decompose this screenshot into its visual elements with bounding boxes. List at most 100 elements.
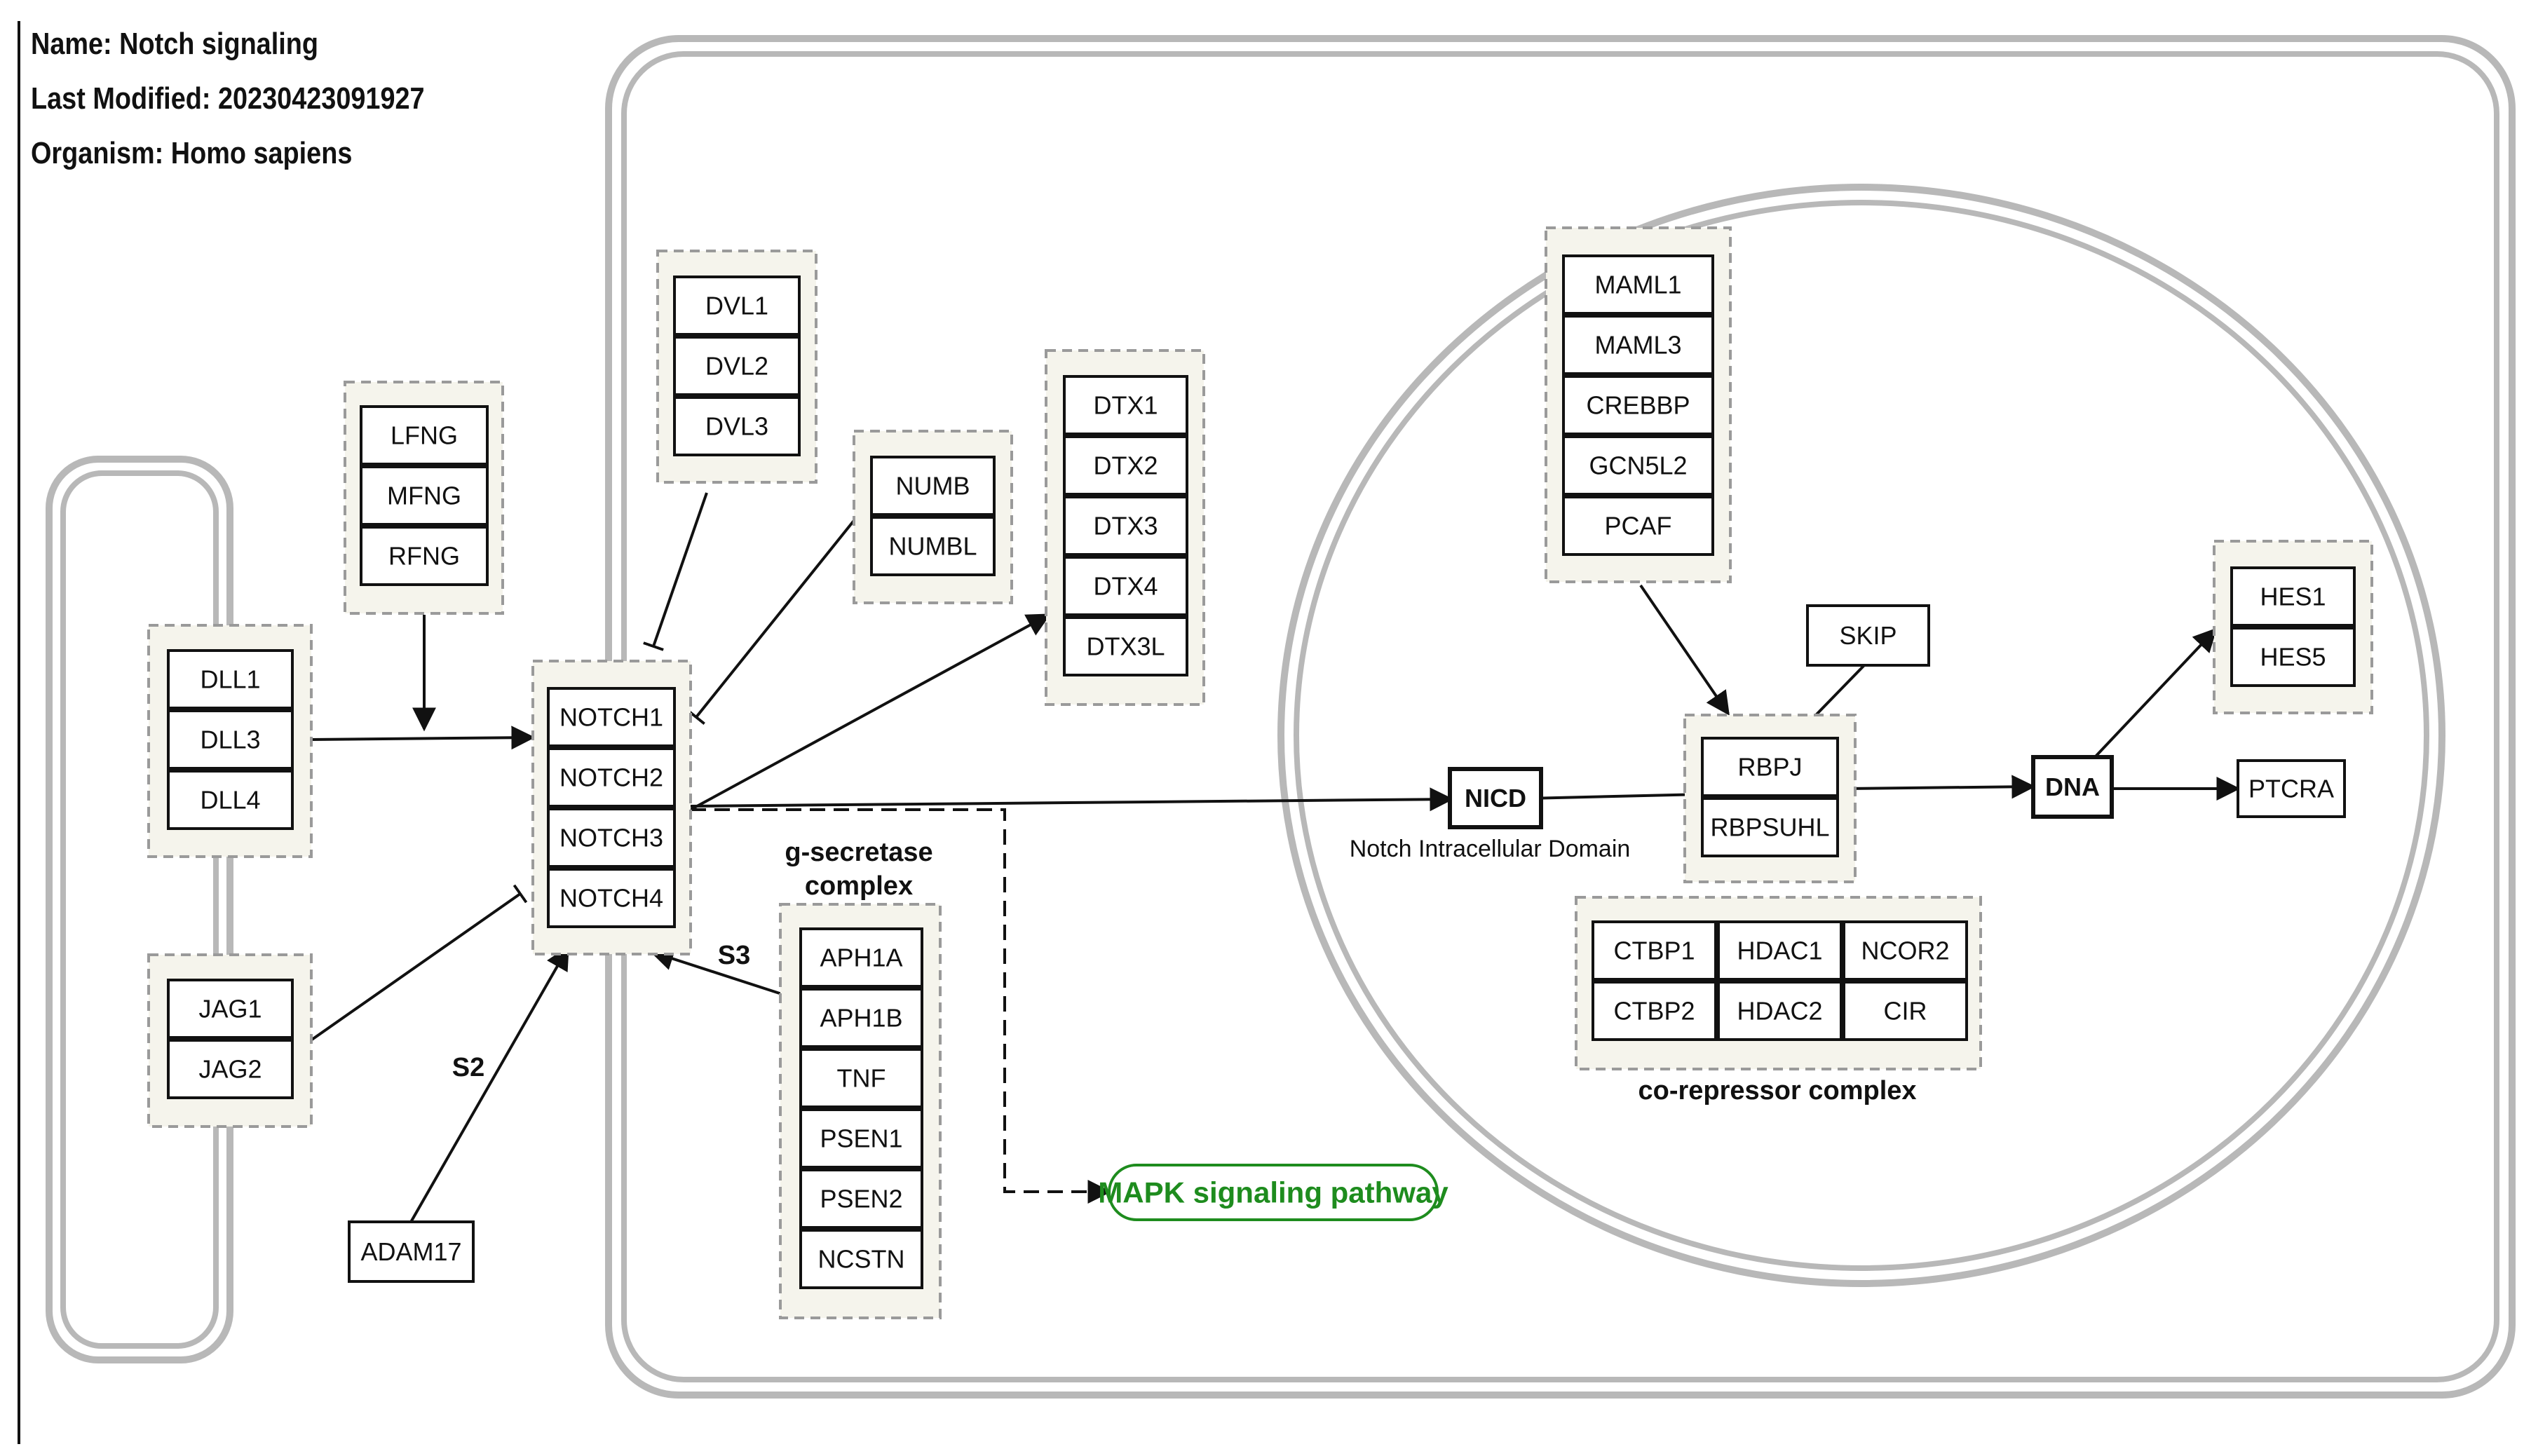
node-rbpj[interactable]: RBPJ: [1701, 737, 1839, 797]
node-dvl2-label: DVL2: [705, 352, 768, 381]
node-ptcra[interactable]: PTCRA: [2237, 759, 2346, 818]
node-cir[interactable]: CIR: [1843, 981, 1968, 1041]
node-tnf[interactable]: TNF: [799, 1048, 923, 1108]
node-ncstn-label: NCSTN: [818, 1245, 905, 1274]
node-psen1-label: PSEN1: [820, 1124, 902, 1153]
node-dvl2[interactable]: DVL2: [673, 336, 801, 396]
node-dvl1[interactable]: DVL1: [673, 275, 801, 336]
mapk-pathway-link[interactable]: MAPK signaling pathway: [1098, 1164, 1448, 1221]
node-dtx3[interactable]: DTX3: [1063, 496, 1188, 556]
node-hes5[interactable]: HES5: [2230, 627, 2356, 687]
node-hes1[interactable]: HES1: [2230, 566, 2356, 627]
node-skip-label: SKIP: [1839, 621, 1897, 650]
node-hdac2[interactable]: HDAC2: [1717, 981, 1843, 1041]
node-lfng[interactable]: LFNG: [360, 405, 489, 465]
node-dtx4-label: DTX4: [1093, 572, 1158, 601]
node-ctbp1-label: CTBP1: [1613, 937, 1695, 965]
node-jag2-label: JAG2: [198, 1055, 262, 1084]
edge-numb-notch-inhibit: [687, 517, 857, 725]
nucleus-outer: [1277, 184, 2445, 1287]
nicd-caption: Notch Intracellular Domain: [1350, 836, 1631, 862]
node-rbpj-label: RBPJ: [1737, 753, 1802, 782]
node-jag2[interactable]: JAG2: [167, 1039, 294, 1099]
labels: g-secretase complex Notch Intracellular …: [452, 836, 1917, 1105]
node-mfng[interactable]: MFNG: [360, 465, 489, 526]
node-adam17-label: ADAM17: [360, 1237, 461, 1266]
node-numbl[interactable]: NUMBL: [870, 516, 996, 576]
node-notch3[interactable]: NOTCH3: [547, 808, 676, 868]
node-ptcra-label: PTCRA: [2248, 775, 2334, 803]
node-ctbp2-label: CTBP2: [1613, 997, 1695, 1026]
node-aph1b[interactable]: APH1B: [799, 988, 923, 1048]
node-hes1-label: HES1: [2260, 583, 2326, 611]
edge-notch-dtx: [690, 613, 1051, 811]
node-notch2[interactable]: NOTCH2: [547, 747, 676, 808]
node-notch1[interactable]: NOTCH1: [547, 687, 676, 747]
node-jag1-label: JAG1: [198, 995, 262, 1023]
node-dtx2[interactable]: DTX2: [1063, 435, 1188, 496]
node-dll3[interactable]: DLL3: [167, 709, 294, 770]
node-dtx4[interactable]: DTX4: [1063, 556, 1188, 616]
node-adam17[interactable]: ADAM17: [348, 1220, 475, 1283]
pathway-name: Name: Notch signaling: [31, 27, 318, 61]
edge-gsecretase-notch: [649, 947, 782, 995]
group-numb: NUMB NUMBL: [853, 430, 1013, 604]
node-dna[interactable]: DNA: [2031, 755, 2114, 819]
single-nodes: ADAM17 SKIP NICD DNA PTCRA MAPK signalin…: [348, 604, 2346, 1283]
node-jag1[interactable]: JAG1: [167, 979, 294, 1039]
mapk-pathway-label: MAPK signaling pathway: [1098, 1176, 1448, 1209]
node-dvl3-label: DVL3: [705, 412, 768, 441]
edge-notch-nicd: [690, 787, 1454, 812]
node-ncor2[interactable]: NCOR2: [1843, 920, 1968, 981]
node-ctbp2[interactable]: CTBP2: [1592, 981, 1717, 1041]
node-notch4[interactable]: NOTCH4: [547, 868, 676, 928]
node-ncor2-label: NCOR2: [1861, 937, 1949, 965]
node-hdac1[interactable]: HDAC1: [1717, 920, 1843, 981]
cleavage-s3-label: S3: [718, 941, 750, 970]
cleavage-s2-label: S2: [452, 1053, 484, 1082]
node-skip[interactable]: SKIP: [1806, 604, 1930, 667]
node-numbl-label: NUMBL: [888, 532, 977, 561]
node-aph1a[interactable]: APH1A: [799, 927, 923, 988]
node-maml3-label: MAML3: [1594, 331, 1681, 360]
node-dtx3l-label: DTX3L: [1086, 632, 1165, 661]
node-dtx1[interactable]: DTX1: [1063, 375, 1188, 435]
node-rfng[interactable]: RFNG: [360, 526, 489, 586]
node-pcaf[interactable]: PCAF: [1562, 496, 1714, 556]
node-rbpsuhl[interactable]: RBPSUHL: [1701, 797, 1839, 857]
edge-skip-rbpj: [1814, 663, 1866, 716]
node-dtx3-label: DTX3: [1093, 512, 1158, 540]
node-numb[interactable]: NUMB: [870, 456, 996, 516]
node-maml3[interactable]: MAML3: [1562, 315, 1714, 375]
node-ctbp1[interactable]: CTBP1: [1592, 920, 1717, 981]
node-hdac2-label: HDAC2: [1737, 997, 1822, 1026]
node-dll1[interactable]: DLL1: [167, 649, 294, 709]
node-dvl3[interactable]: DVL3: [673, 396, 801, 456]
node-gcn5l2[interactable]: GCN5L2: [1562, 435, 1714, 496]
edge-adam17-notch: [409, 946, 569, 1224]
node-dtx3l[interactable]: DTX3L: [1063, 616, 1188, 676]
node-crebbp[interactable]: CREBBP: [1562, 375, 1714, 435]
node-psen1[interactable]: PSEN1: [799, 1108, 923, 1169]
node-maml1[interactable]: MAML1: [1562, 254, 1714, 315]
node-dll1-label: DLL1: [200, 665, 260, 694]
node-aph1a-label: APH1A: [820, 944, 902, 972]
node-psen2[interactable]: PSEN2: [799, 1169, 923, 1229]
node-notch2-label: NOTCH2: [559, 763, 663, 792]
node-hes5-label: HES5: [2260, 643, 2326, 672]
node-lfng-label: LFNG: [391, 421, 458, 450]
node-nicd[interactable]: NICD: [1448, 767, 1543, 829]
last-modified: Last Modified: 20230423091927: [31, 81, 425, 116]
node-dll4[interactable]: DLL4: [167, 770, 294, 830]
node-ncstn[interactable]: NCSTN: [799, 1229, 923, 1289]
